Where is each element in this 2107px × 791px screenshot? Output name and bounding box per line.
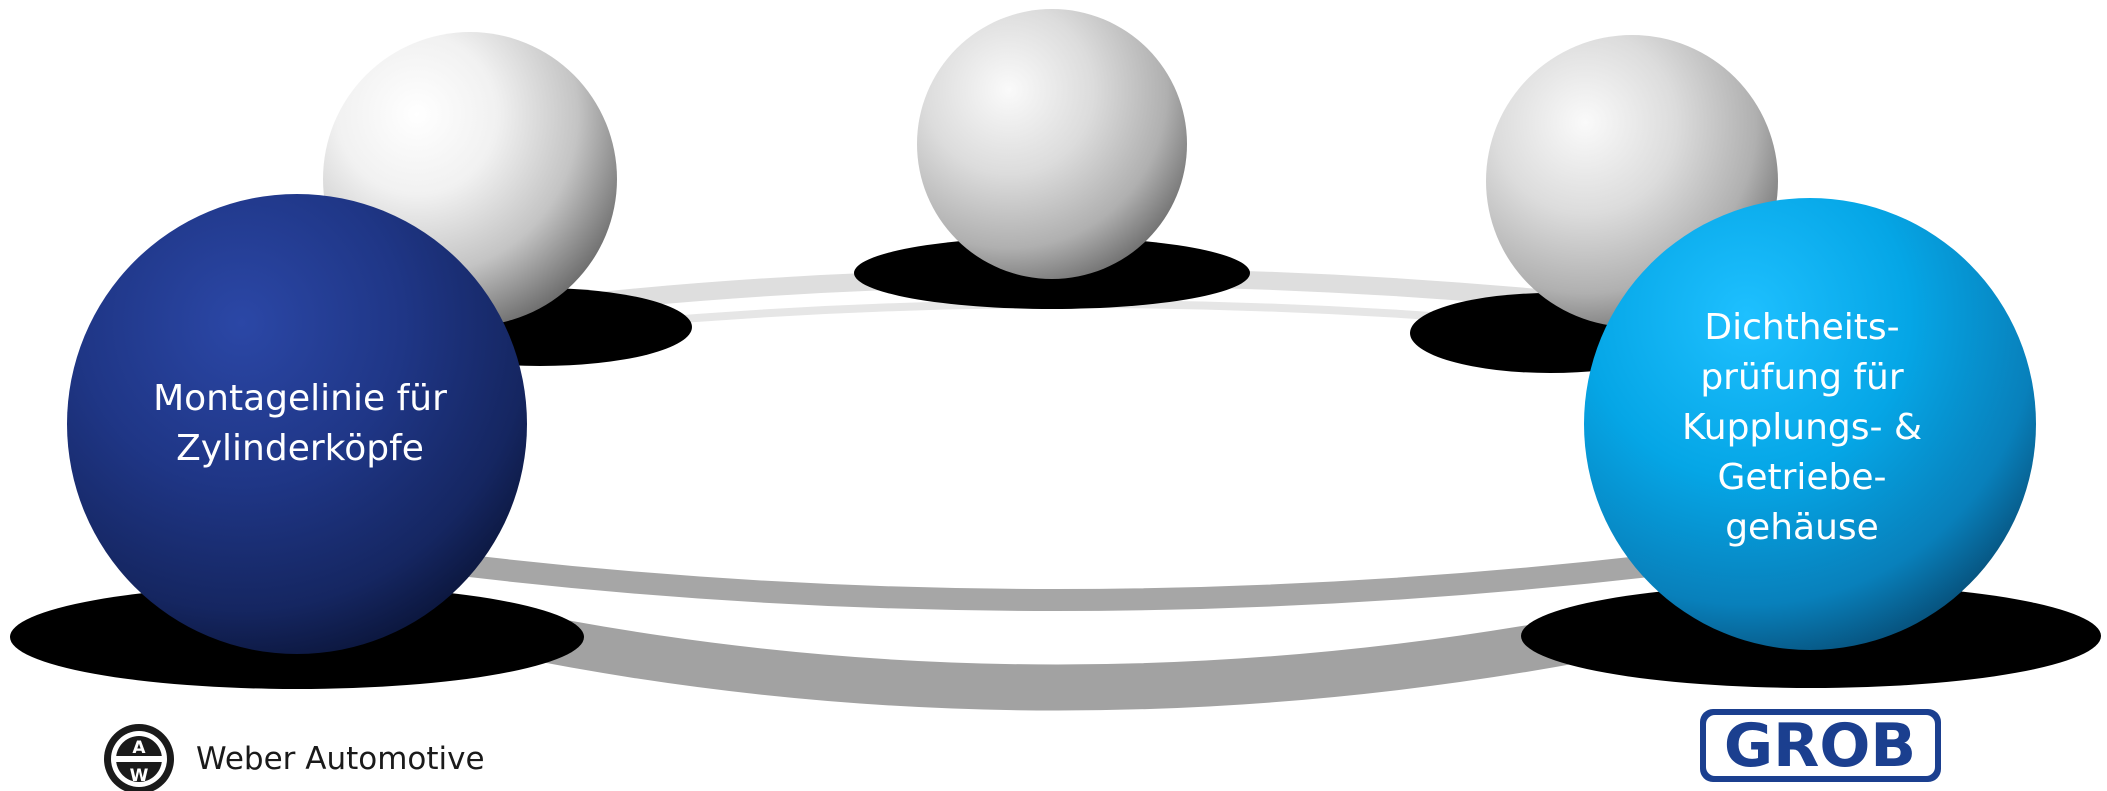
weber-mark-letter-a: A xyxy=(132,738,146,758)
grob-label-line-5: gehäuse xyxy=(1585,503,2019,553)
weber-mark-letter-w: W xyxy=(130,766,149,786)
weber-label-line-1: Montagelinie für xyxy=(103,374,497,424)
grob-label-line-3: Kupplungs- & xyxy=(1585,403,2019,453)
weber-logo-mark: A W xyxy=(104,724,174,791)
ring-front xyxy=(420,560,1700,688)
grob-label-line-2: prüfung für xyxy=(1585,353,2019,403)
grob-label-line-4: Getriebe- xyxy=(1585,453,2019,503)
grob-label-line-1: Dichtheits- xyxy=(1585,303,2019,353)
weber-sphere-label: Montagelinie für Zylinderköpfe xyxy=(103,374,497,474)
sphere-center-back xyxy=(917,9,1187,279)
grob-logo: GROB xyxy=(1700,709,1941,782)
grob-logo-text: GROB xyxy=(1724,711,1916,781)
weber-label-line-2: Zylinderköpfe xyxy=(103,424,497,474)
grob-sphere-label: Dichtheits- prüfung für Kupplungs- & Get… xyxy=(1585,303,2019,553)
weber-logo-name: Weber Automotive xyxy=(196,741,485,777)
